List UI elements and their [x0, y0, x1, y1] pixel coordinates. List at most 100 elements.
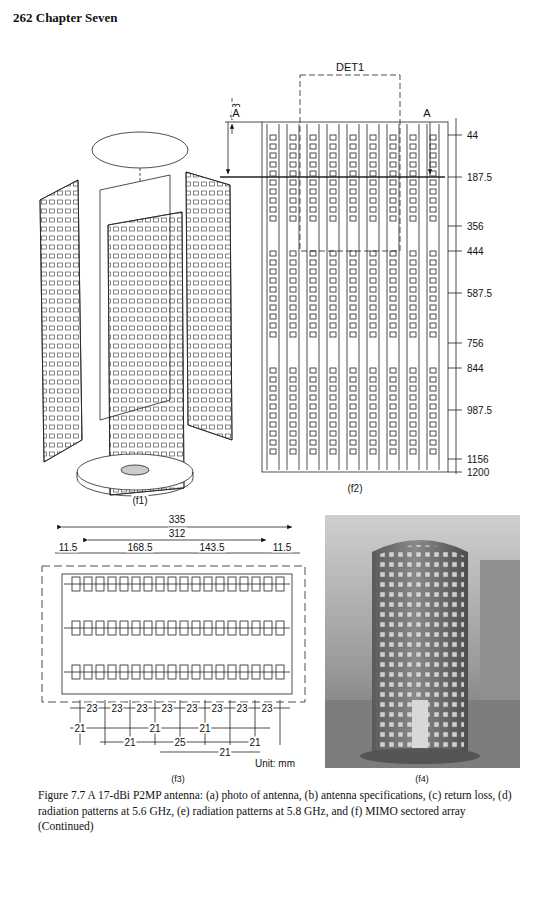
patch-element — [390, 404, 396, 409]
patch-element — [144, 621, 152, 635]
extension-line — [280, 700, 281, 745]
patch-element — [180, 621, 188, 635]
patch-element — [430, 287, 436, 292]
feed-line — [319, 124, 320, 470]
patch-element — [390, 368, 396, 373]
patch-element — [290, 305, 296, 310]
patch-element — [270, 207, 276, 212]
section-label: A — [422, 107, 431, 119]
patch-element — [264, 621, 272, 635]
dimension: 21 — [248, 737, 261, 748]
patch-element — [370, 404, 376, 409]
patch-element — [410, 422, 416, 427]
patch-element — [390, 144, 396, 149]
patch-element — [430, 251, 436, 256]
patch-element — [310, 171, 316, 176]
dimension-tick — [448, 293, 462, 294]
patch-element — [330, 440, 336, 445]
extension-line — [105, 700, 106, 745]
patch-element — [270, 395, 276, 400]
patch-element — [350, 251, 356, 256]
patch-element — [350, 413, 356, 418]
patch-element — [430, 395, 436, 400]
unit-note: Unit: mm — [254, 758, 296, 769]
patch-element — [290, 216, 296, 221]
patch-element — [310, 386, 316, 391]
patch-element — [430, 171, 436, 176]
patch-element — [350, 189, 356, 194]
patch-element — [350, 296, 356, 301]
dimension-line — [70, 708, 290, 709]
patch-element — [290, 314, 296, 319]
patch-element — [310, 395, 316, 400]
patch-element — [430, 207, 436, 212]
patch-element — [390, 422, 396, 427]
dimension-tick — [448, 226, 462, 227]
patch-element — [350, 314, 356, 319]
patch-element — [410, 314, 416, 319]
patch-element — [410, 440, 416, 445]
patch-element — [350, 153, 356, 158]
dimension: 1200 — [466, 467, 490, 478]
patch-element — [310, 260, 316, 265]
patch-element — [410, 198, 416, 203]
patch-element — [270, 198, 276, 203]
patch-element — [430, 278, 436, 283]
patch-element — [310, 332, 316, 337]
patch-element — [410, 305, 416, 310]
patch-element — [330, 314, 336, 319]
patch-element — [216, 665, 224, 679]
dimension: 444 — [466, 246, 485, 257]
patch-element — [132, 577, 140, 591]
dimension: 756 — [466, 338, 485, 349]
patch-element — [290, 413, 296, 418]
patch-element — [410, 153, 416, 158]
patch-element — [430, 296, 436, 301]
patch-element — [96, 621, 104, 635]
dimension: 1156 — [466, 454, 490, 465]
patch-element — [72, 577, 80, 591]
feed-line — [427, 124, 428, 470]
patch-element — [180, 665, 188, 679]
patch-element — [330, 386, 336, 391]
patch-element — [156, 665, 164, 679]
patch-element — [270, 440, 276, 445]
figure-label: (f4) — [414, 775, 430, 785]
dimension: 23 — [210, 703, 223, 714]
patch-element — [370, 323, 376, 328]
patch-element — [370, 305, 376, 310]
patch-element — [290, 189, 296, 194]
patch-element — [84, 621, 92, 635]
patch-element — [192, 665, 200, 679]
patch-element — [96, 577, 104, 591]
dimension: 168.5 — [126, 542, 153, 553]
patch-element — [410, 404, 416, 409]
patch-element — [264, 665, 272, 679]
patch-element — [410, 278, 416, 283]
patch-element — [290, 431, 296, 436]
patch-element — [180, 577, 188, 591]
patch-element — [330, 422, 336, 427]
patch-element — [370, 171, 376, 176]
patch-element — [430, 198, 436, 203]
feed-line — [347, 124, 348, 470]
patch-element — [410, 162, 416, 167]
page-header: 262 Chapter Seven — [12, 11, 118, 25]
patch-element — [330, 368, 336, 373]
patch-element — [270, 404, 276, 409]
patch-element — [430, 144, 436, 149]
dimension-line — [70, 728, 270, 729]
patch-element — [264, 577, 272, 591]
dimension: 23 — [135, 703, 148, 714]
patch-element — [390, 171, 396, 176]
patch-element — [276, 665, 284, 679]
figure-label: (f3) — [170, 775, 186, 785]
patch-element — [270, 180, 276, 185]
patch-element — [410, 287, 416, 292]
patch-element — [310, 314, 316, 319]
patch-element — [390, 189, 396, 194]
detail-label: DET1 — [335, 61, 365, 73]
patch-element — [350, 260, 356, 265]
feed-line — [267, 124, 268, 470]
patch-element — [168, 577, 176, 591]
